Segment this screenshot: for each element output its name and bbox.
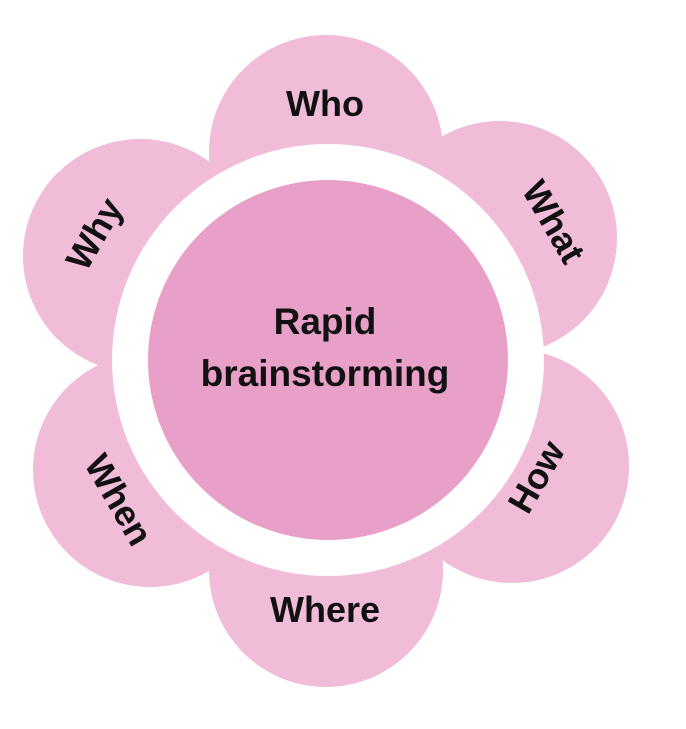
center-title-line-2: brainstorming — [201, 353, 450, 394]
petal-label-where: Where — [270, 589, 380, 630]
center-title-line-1: Rapid — [274, 301, 377, 342]
petal-label-who: Who — [286, 83, 364, 124]
center-circle — [148, 180, 508, 540]
